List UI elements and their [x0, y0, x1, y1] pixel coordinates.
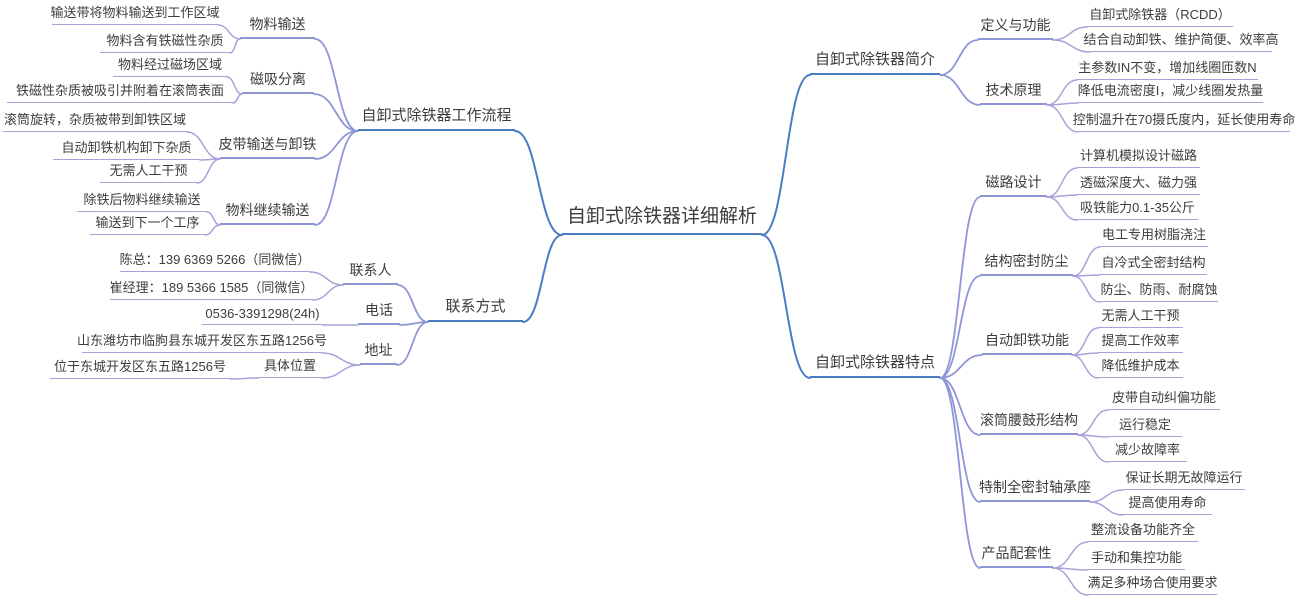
leaf-node[interactable]: 陈总：139 6369 5266（同微信）	[120, 251, 310, 272]
leaf-node[interactable]: 输送带将物料输送到工作区域	[51, 4, 220, 25]
leaf-node[interactable]: 运行稳定	[1108, 416, 1182, 437]
leaf-node[interactable]: 输送到下一个工序	[90, 214, 205, 235]
leaf-node[interactable]: 电工专用树脂浇注	[1100, 226, 1208, 247]
leaf-node[interactable]: 主参数IN不变，增加线圈匝数N	[1077, 59, 1258, 80]
node-address[interactable]: 地址	[360, 342, 397, 365]
leaf-node[interactable]: 透磁深度大、磁力强	[1077, 174, 1200, 195]
leaf-node[interactable]: 除铁后物料继续输送	[77, 191, 207, 212]
leaf-node[interactable]: 降低维护成本	[1098, 357, 1183, 378]
leaf-node[interactable]: 保证长期无故障运行	[1123, 469, 1245, 490]
leaf-node[interactable]: 位于东城开发区东五路1256号	[50, 358, 230, 379]
central-topic[interactable]: 自卸式除铁器详细解析	[562, 202, 762, 235]
leaf-node[interactable]: 物料经过磁场区域	[113, 56, 227, 77]
node-magnetic-circuit-design[interactable]: 磁路设计	[980, 174, 1047, 197]
leaf-node[interactable]: 无需人工干预	[1098, 307, 1183, 328]
branch-workflow[interactable]: 自卸式除铁器工作流程	[358, 105, 515, 131]
leaf-node[interactable]: 铁磁性杂质被吸引并附着在滚筒表面	[7, 82, 233, 103]
node-material-transport[interactable]: 物料输送	[240, 16, 315, 39]
node-definition-function[interactable]: 定义与功能	[978, 17, 1053, 40]
node-sealed-dustproof[interactable]: 结构密封防尘	[980, 253, 1073, 276]
leaf-node[interactable]: 手动和集控功能	[1088, 549, 1185, 570]
leaf-node[interactable]: 减少故障率	[1108, 441, 1187, 462]
branch-features[interactable]: 自卸式除铁器特点	[810, 352, 940, 378]
leaf-node[interactable]: 防尘、防雨、耐腐蚀	[1100, 281, 1218, 302]
leaf-node[interactable]: 整流设备功能齐全	[1088, 521, 1198, 542]
leaf-node[interactable]: 控制温升在70摄氏度内，延长使用寿命	[1073, 111, 1295, 132]
leaf-node[interactable]: 自动卸铁机构卸下杂质	[53, 139, 200, 160]
leaf-node[interactable]: 满足多种场合使用要求	[1088, 574, 1218, 595]
leaf-node[interactable]: 无需人工干预	[100, 162, 197, 183]
leaf-node[interactable]: 山东潍坊市临朐县东城开发区东五路1256号	[77, 332, 327, 353]
leaf-node[interactable]: 皮带自动纠偏功能	[1108, 389, 1220, 410]
leaf-node[interactable]: 吸铁能力0.1-35公斤	[1077, 199, 1198, 220]
node-contact-person[interactable]: 联系人	[343, 262, 398, 285]
leaf-node[interactable]: 0536-3391298(24h)	[202, 304, 323, 325]
node-phone[interactable]: 电话	[358, 302, 400, 325]
node-product-compatibility[interactable]: 产品配套性	[980, 545, 1053, 568]
leaf-node[interactable]: 滚筒旋转，杂质被带到卸铁区域	[3, 111, 187, 132]
node-auto-discharge[interactable]: 自动卸铁功能	[982, 332, 1072, 355]
node-sealed-bearing[interactable]: 特制全密封轴承座	[979, 479, 1091, 502]
leaf-node[interactable]: 自冷式全密封结构	[1100, 254, 1207, 275]
leaf-node[interactable]: 提高使用寿命	[1123, 494, 1212, 515]
leaf-node[interactable]: 结合自动卸铁、维护简便、效率高	[1084, 31, 1279, 52]
node-magnetic-separation[interactable]: 磁吸分离	[242, 71, 314, 94]
leaf-node[interactable]: 提高工作效率	[1098, 332, 1183, 353]
leaf-node[interactable]: 计算机模拟设计磁路	[1077, 147, 1200, 168]
node-location[interactable]: 具体位置	[258, 357, 322, 378]
branch-contact[interactable]: 联系方式	[428, 296, 523, 322]
node-technical-principle[interactable]: 技术原理	[980, 82, 1047, 105]
leaf-node[interactable]: 崔经理：189 5366 1585（同微信）	[110, 279, 313, 300]
node-material-continue[interactable]: 物料继续输送	[220, 202, 315, 225]
node-belt-discharge[interactable]: 皮带输送与卸铁	[219, 136, 317, 159]
leaf-node[interactable]: 物料含有铁磁性杂质	[100, 32, 230, 53]
leaf-node[interactable]: 自卸式除铁器（RCDD）	[1087, 6, 1233, 27]
node-drum-structure[interactable]: 滚筒腰鼓形结构	[980, 412, 1078, 435]
leaf-node[interactable]: 降低电流密度I，减少线圈发热量	[1078, 82, 1263, 103]
branch-intro[interactable]: 自卸式除铁器简介	[810, 49, 940, 75]
